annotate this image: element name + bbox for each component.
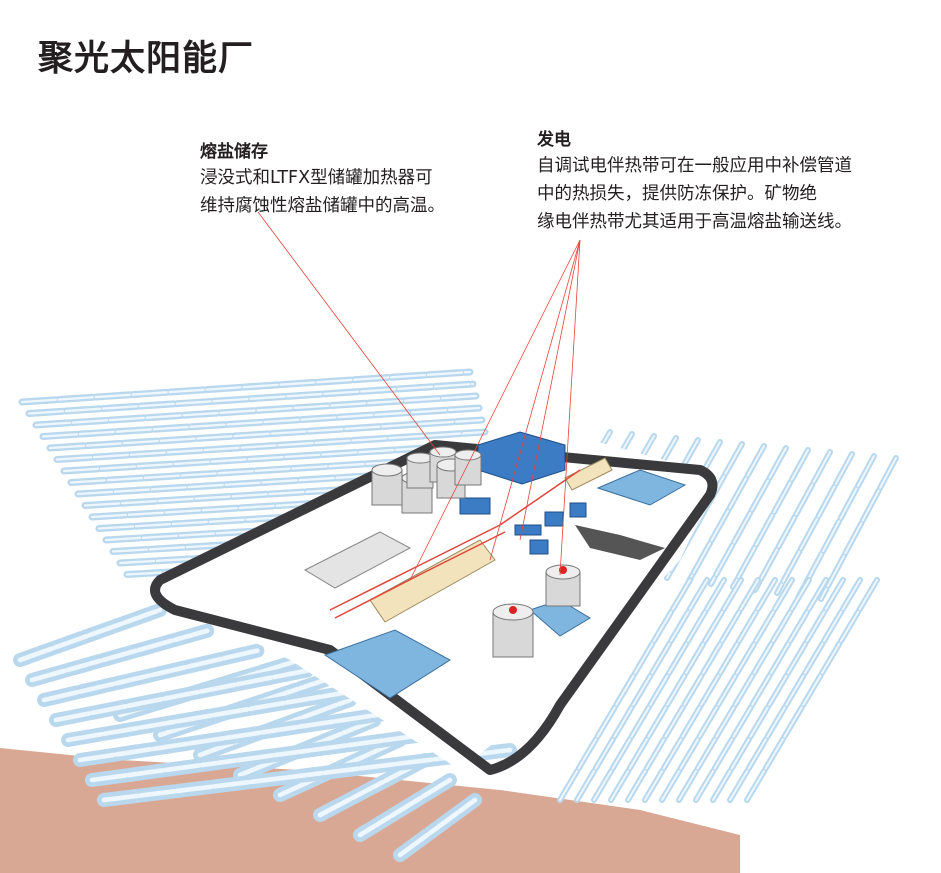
collector-row-highlight [17,607,163,663]
callout-line: 自调试电伴热带可在一般应用中补偿管道 [537,156,852,176]
page-title: 聚光太阳能厂 [38,39,255,79]
heat-exchanger-units [303,531,412,589]
collector-row-highlight [729,579,861,801]
collector-row-highlight [593,579,725,801]
pool-1 [323,629,451,699]
collector-row-highlight [820,457,897,600]
parking-area [575,525,665,560]
collector-row-highlight [610,579,742,801]
collector-row-highlight [710,447,787,585]
collector-row-highlight [754,451,831,591]
collector-row-highlight [89,727,463,783]
collector-row-highlight [576,579,708,801]
collector-row-highlight [357,777,453,838]
collector-row-highlight [559,579,691,801]
heater-2 [564,457,613,491]
collector-row-highlight [661,579,793,801]
callout-heading: 发电 [537,130,571,150]
callout-power-generation: 发电 自调试电伴热带可在一般应用中补偿管道 中的热损失，提供防冻保护。矿物绝 缘… [537,128,852,236]
collector-row-highlight [48,418,484,450]
collector-row-highlight [695,579,827,801]
collector-row-highlight [41,406,481,438]
collector-row-highlight [77,707,413,763]
storage-tanks [371,446,581,658]
collector-row-highlight [27,382,475,415]
collector-row-highlight [41,647,263,703]
callout-line: 浸没式和LTFX型储罐加热器可 [200,168,433,188]
pool-2 [596,469,687,506]
ground [0,748,740,873]
collector-row-highlight [776,453,853,594]
collector-row-highlight [34,394,478,427]
collector-row-highlight [53,667,313,723]
collector-row-highlight [644,579,776,801]
perimeter-road [150,440,718,775]
collector-row-highlight [65,687,363,743]
collector-row-highlight [746,579,878,801]
collector-row-highlight [712,579,844,801]
pipe-tracing [329,469,581,619]
collector-row-highlight [688,445,765,582]
collector-row-highlight [732,449,809,588]
control-buildings [459,497,587,555]
collector-row-highlight [397,797,478,858]
collector-row-highlight [627,579,759,801]
collector-row-highlight [20,370,472,404]
callout-line: 中的热损失，提供防冻保护。矿物绝 [537,184,817,204]
callout-heading: 熔盐储存 [200,142,268,162]
collector-row-highlight [798,455,875,597]
callout-line: 维持腐蚀性熔盐储罐中的高温。 [200,196,445,216]
collector-row-highlight [29,627,213,683]
callout-molten-salt-storage: 熔盐储存 浸没式和LTFX型储罐加热器可 维持腐蚀性熔盐储罐中的高温。 [200,140,445,220]
collector-row-highlight [678,579,810,801]
callout-line: 缘电伴热带尤其适用于高温熔盐输送线。 [537,212,852,232]
callout-lines [257,211,581,581]
collector-row-highlight [55,430,487,461]
steam-generator-heater [369,539,496,623]
